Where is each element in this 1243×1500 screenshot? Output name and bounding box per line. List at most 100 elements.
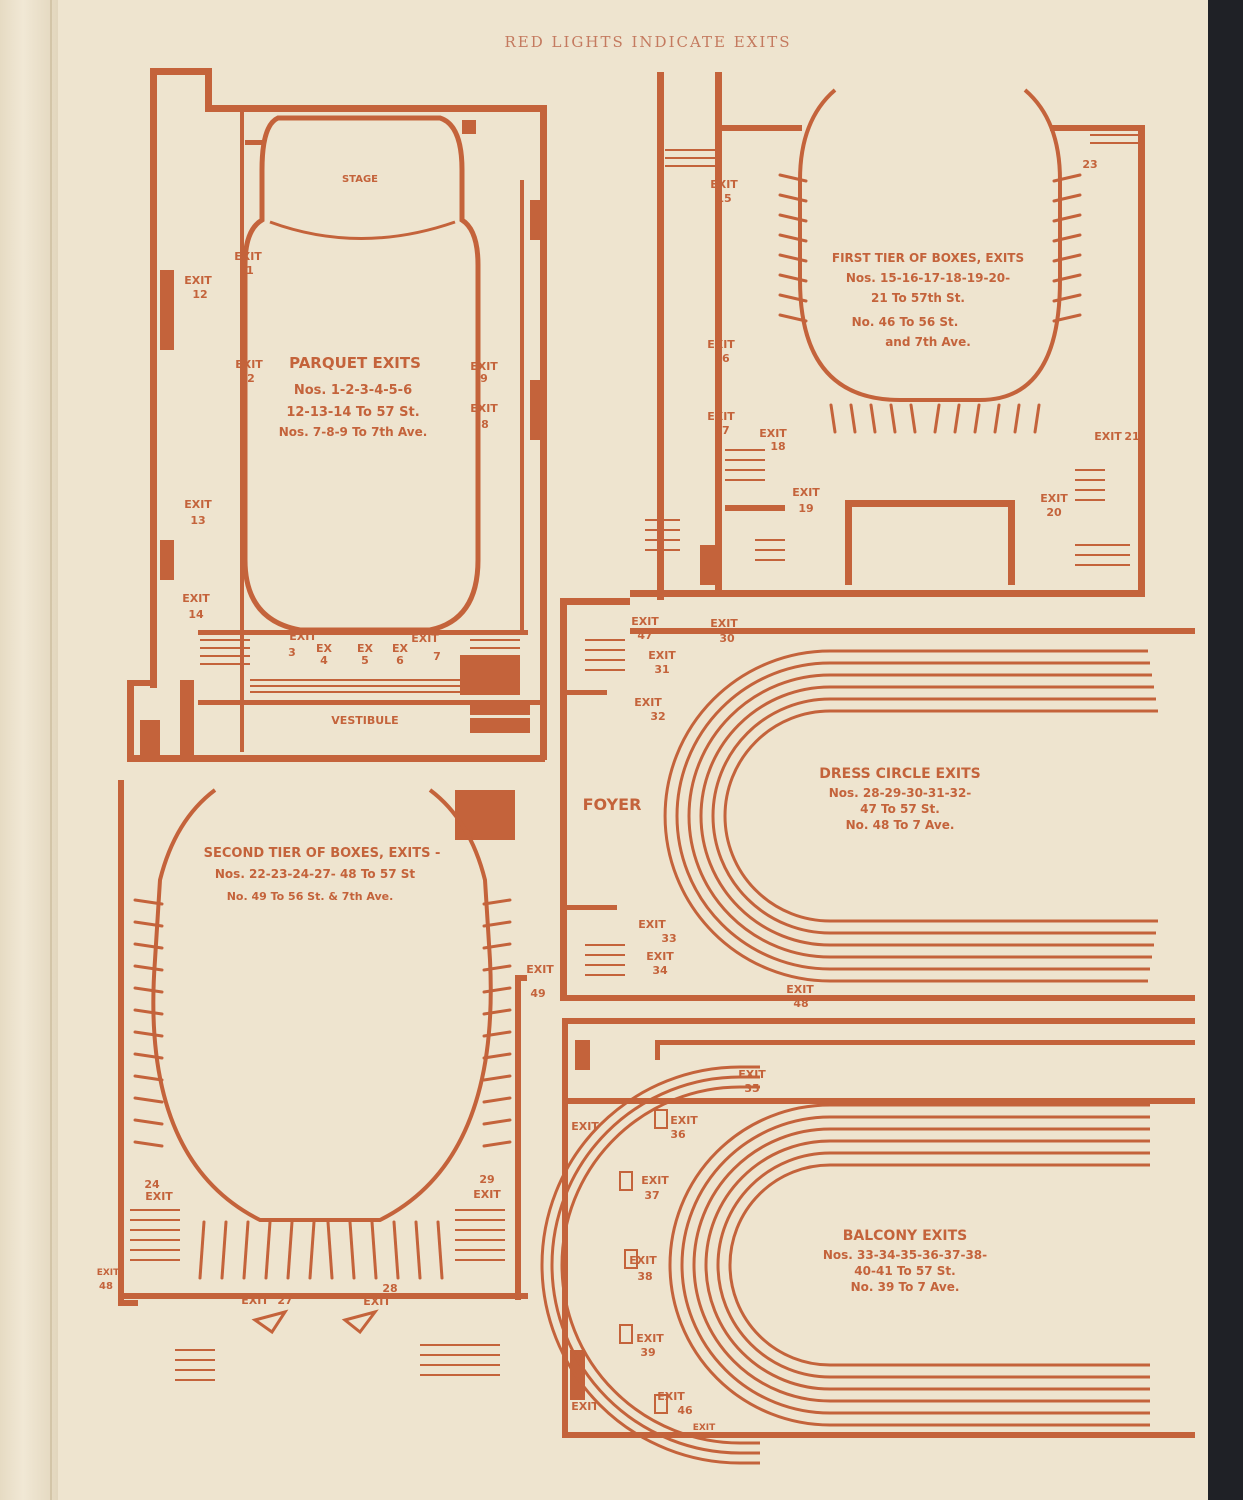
first-tier-line-3: No. 46 To 56 St.	[852, 315, 959, 329]
balcony-line-1: Nos. 33-34-35-36-37-38-	[823, 1248, 987, 1262]
balcony-seat-rows	[540, 1065, 1150, 1465]
exit-word: EXIT	[234, 250, 262, 263]
first-tier-line-2: 21 To 57th St.	[871, 291, 965, 305]
exit-word: EXIT	[657, 1390, 685, 1403]
parquet-stairs	[200, 639, 520, 693]
exit-number: 13	[190, 514, 205, 527]
dress-circle-line-2: 47 To 57 St.	[860, 802, 940, 816]
exit-word: EXIT	[641, 1174, 669, 1187]
parquet-line-2: 12-13-14 To 57 St.	[286, 405, 419, 420]
first-tier-line-1: Nos. 15-16-17-18-19-20-	[846, 271, 1010, 285]
exit-word: EXIT	[526, 963, 554, 976]
exit-number: 14	[188, 608, 204, 621]
second-tier-horseshoe	[151, 788, 493, 1222]
exit-number: 46	[677, 1404, 693, 1417]
exit-number: 4	[320, 654, 328, 667]
first-tier-stairs	[645, 134, 1140, 566]
exit-number: 34	[652, 964, 668, 977]
exit-word: EXIT	[631, 615, 659, 628]
page-fold	[0, 0, 58, 1500]
exit-word: EXIT	[470, 360, 498, 373]
exit-number: 1	[246, 264, 254, 277]
exit-word: EXIT	[670, 1114, 698, 1127]
second-tier-title: SECOND TIER OF BOXES, EXITS -	[204, 846, 441, 861]
dress-circle-line-3: No. 48 To 7 Ave.	[846, 818, 955, 832]
parquet-plan: STAGE PARQUET EXITS Nos. 1-2-3-4-5-6 12-…	[127, 68, 547, 762]
first-tier-line-4: and 7th Ave.	[885, 335, 971, 349]
exit-number: 16	[714, 352, 730, 365]
exit-word: EXIT	[241, 1294, 269, 1307]
exit-word: EXIT	[759, 427, 787, 440]
exit-labels: EXIT 1 EXIT 2 EXIT 12 EXIT 13 EXIT 14 EX…	[97, 158, 1140, 1433]
first-tier-plan: FIRST TIER OF BOXES, EXITS Nos. 15-16-17…	[630, 72, 1145, 600]
dress-circle-title: DRESS CIRCLE EXITS	[819, 766, 980, 782]
exit-number: 17	[714, 424, 729, 437]
stage-label: STAGE	[342, 174, 378, 185]
exit-word: EXIT	[184, 498, 212, 511]
exit-word: EXIT	[363, 1295, 391, 1308]
exit-word: EXIT	[710, 617, 738, 630]
exit-word: EXIT	[289, 630, 317, 643]
fold-line	[50, 0, 52, 1500]
exit-word: EXIT	[693, 1423, 716, 1433]
first-tier-title: FIRST TIER OF BOXES, EXITS	[832, 251, 1024, 265]
ex-word: EX	[357, 642, 374, 655]
ex-word: EX	[392, 642, 409, 655]
exit-number: 49	[530, 987, 545, 1000]
exit-word: EXIT	[629, 1254, 657, 1267]
exit-word: EXIT	[235, 358, 263, 371]
exit-number: 38	[637, 1270, 652, 1283]
page-header: RED LIGHTS INDICATE EXITS	[504, 33, 791, 51]
first-tier-horseshoe	[798, 88, 1062, 402]
exit-number: 2	[247, 372, 255, 385]
exit-number: 37	[644, 1189, 659, 1202]
exit-word: EXIT	[707, 410, 735, 423]
exit-word: EXIT	[473, 1188, 501, 1201]
exit-number: 8	[481, 418, 489, 431]
exit-word: EXIT	[571, 1400, 599, 1413]
exit-word: EXIT	[470, 402, 498, 415]
exit-word: EXIT	[97, 1268, 120, 1278]
exit-number: 47	[637, 629, 652, 642]
parquet-auditorium-outline	[242, 115, 481, 633]
exit-word: EXIT	[184, 274, 212, 287]
second-tier-line-2: No. 49 To 56 St. & 7th Ave.	[227, 890, 394, 903]
exit-word: EXIT	[145, 1190, 173, 1203]
exit-number: 12	[192, 288, 207, 301]
exit-number: 30	[719, 632, 735, 645]
second-tier-box-partitions	[133, 898, 512, 1280]
dress-circle-plan: FOYER DRESS CIRCLE EXITS Nos. 28-29-30-3…	[560, 598, 1195, 1001]
exit-number: 24	[144, 1178, 160, 1191]
exit-number: 6	[396, 654, 404, 667]
dress-circle-line-1: Nos. 28-29-30-31-32-	[829, 786, 972, 800]
exit-number: 48	[793, 997, 808, 1010]
exit-word: EXIT	[1094, 430, 1122, 443]
exit-word: EXIT	[411, 632, 439, 645]
parquet-title: PARQUET EXITS	[289, 354, 421, 372]
exit-number: 29	[479, 1173, 494, 1186]
exit-word: EXIT	[710, 178, 738, 191]
parquet-line-1: Nos. 1-2-3-4-5-6	[294, 383, 412, 398]
balcony-line-2: 40-41 To 57 St.	[854, 1264, 955, 1278]
exit-word: EXIT	[786, 983, 814, 996]
vestibule-label: VESTIBULE	[331, 714, 398, 727]
exit-word: EXIT	[636, 1332, 664, 1345]
exit-number: 32	[650, 710, 665, 723]
exit-word: EXIT	[638, 918, 666, 931]
second-tier-line-1: Nos. 22-23-24-27- 48 To 57 St	[215, 867, 415, 881]
exit-word: EXIT	[646, 950, 674, 963]
exit-number: 15	[716, 192, 731, 205]
exit-number: 18	[770, 440, 785, 453]
exit-number: 48	[99, 1281, 113, 1292]
exit-number: 9	[480, 372, 488, 385]
exit-number: 31	[654, 663, 669, 676]
dress-circle-stairs	[585, 639, 625, 976]
dress-circle-seat-rows	[663, 649, 1158, 983]
exit-word: EXIT	[738, 1068, 766, 1081]
exit-number: 36	[670, 1128, 686, 1141]
exit-word: EXIT	[634, 696, 662, 709]
balcony-plan: BALCONY EXITS Nos. 33-34-35-36-37-38- 40…	[540, 1018, 1195, 1465]
foyer-label: FOYER	[583, 795, 642, 814]
exit-word: EXIT	[648, 649, 676, 662]
